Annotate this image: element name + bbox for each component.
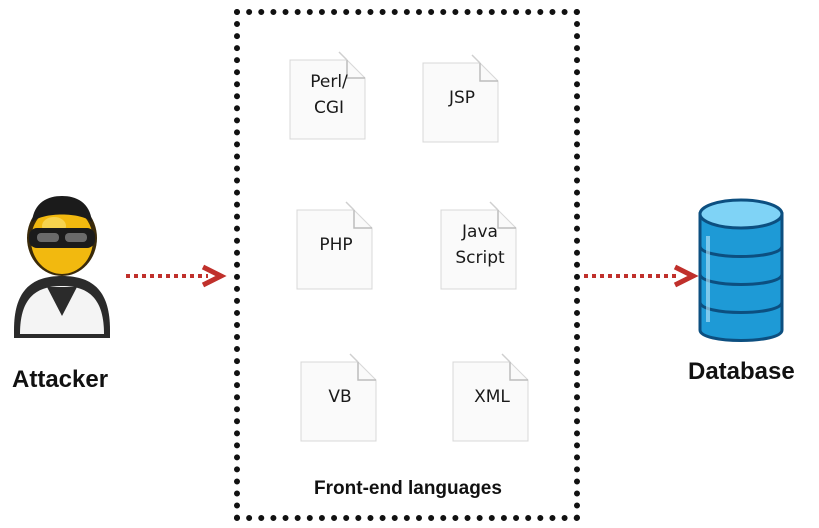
language-label: Perl/ CGI — [310, 72, 348, 118]
database-label: Database — [688, 358, 795, 385]
arrow-right-icon — [126, 264, 227, 288]
document-php: PHP — [296, 200, 376, 290]
language-label: XML — [474, 387, 510, 407]
frame-caption: Front-end languages — [314, 478, 502, 499]
attacker-label: Attacker — [12, 366, 109, 393]
document-jsp: JSP — [422, 53, 502, 143]
front-end-frame — [234, 9, 580, 521]
document-vb: VB — [300, 352, 380, 442]
document-perl-cgi: Perl/ CGI — [289, 50, 369, 140]
document-xml: XML — [452, 352, 532, 442]
language-label: JSP — [448, 88, 476, 108]
language-label: Java Script — [455, 222, 505, 268]
document-icon — [300, 353, 377, 442]
document-icon — [452, 353, 529, 442]
document-icon — [440, 201, 517, 290]
language-label: VB — [328, 387, 352, 407]
document-icon — [422, 54, 499, 143]
document-icon — [289, 51, 366, 140]
database-icon — [698, 198, 784, 342]
document-icon — [296, 201, 373, 290]
arrow-right-icon — [584, 264, 699, 288]
language-label: PHP — [319, 235, 353, 255]
attacker-icon — [14, 196, 110, 338]
document-javascript: Java Script — [440, 200, 520, 290]
